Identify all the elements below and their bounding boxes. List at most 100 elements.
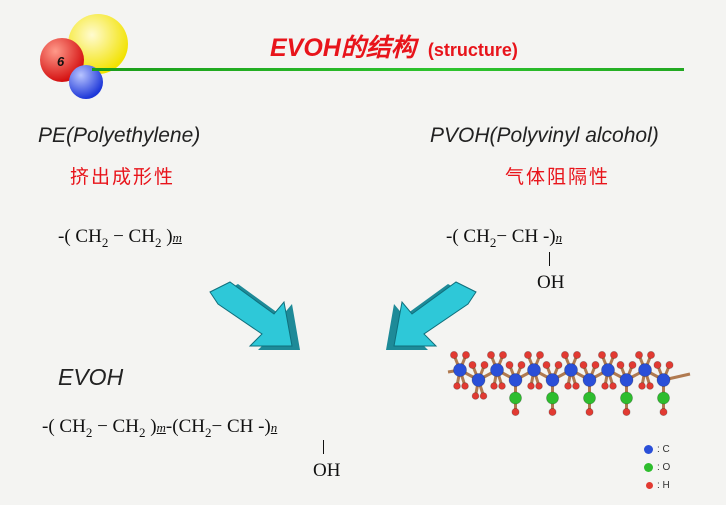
oxygen-dot-icon — [644, 463, 653, 472]
carbon-atom — [582, 373, 597, 387]
pe-index: m — [172, 230, 182, 245]
hydrogen-atom — [585, 408, 594, 417]
hydrogen-atom — [524, 350, 533, 359]
hydrogen-atom — [579, 360, 588, 369]
hydrogen-atom — [561, 350, 570, 359]
hydrogen-atom — [646, 382, 654, 390]
pe-dash: − — [113, 226, 129, 247]
evoh-dash2: − — [211, 416, 223, 437]
evoh-index-n: n — [270, 420, 278, 435]
hydrogen-atom — [573, 350, 582, 359]
evoh-sub-a: 2 — [85, 424, 93, 440]
carbon-atom — [471, 373, 486, 387]
hydrogen-atom — [554, 360, 563, 369]
hydrogen-atom — [616, 360, 625, 369]
hydrogen-atom — [499, 350, 508, 359]
evoh-unit-a: CH — [59, 416, 86, 437]
slide-title: EVOH的结构 (structure) — [270, 28, 518, 64]
carbon-atom — [490, 363, 504, 377]
evoh-paren2-close: -) — [258, 416, 271, 437]
pvoh-side-group: OH — [537, 272, 565, 293]
hydrogen-atom — [628, 360, 637, 369]
hydrogen-atom — [609, 382, 617, 390]
evoh-sub-b: 2 — [138, 424, 146, 440]
hydrogen-atom — [646, 350, 655, 359]
carbon-atom — [564, 363, 578, 377]
carbon-atom — [656, 373, 671, 387]
hydrogen-dot-icon — [646, 482, 653, 489]
evoh-side-group: OH — [313, 460, 341, 481]
carbon-atom — [638, 363, 652, 377]
pe-sub-b: 2 — [154, 234, 162, 250]
legend-hydrogen: : H — [646, 480, 670, 491]
pvoh-unit-b: CH — [511, 226, 539, 247]
hydrogen-atom — [498, 382, 506, 390]
pvoh-bond — [549, 252, 550, 266]
legend-oxygen-label: : O — [657, 462, 671, 473]
evoh-paren1-close: ) — [150, 416, 157, 437]
hydrogen-atom — [542, 360, 551, 369]
pe-formula: -( CH2 − CH2 )m — [58, 226, 182, 251]
hydrogen-atom — [572, 382, 580, 390]
evoh-unit-c: CH — [178, 416, 205, 437]
carbon-dot-icon — [644, 445, 653, 454]
evoh-unit-d: CH — [226, 416, 254, 437]
hydrogen-atom — [511, 408, 520, 417]
hydrogen-atom — [453, 382, 461, 390]
carbon-atom — [545, 373, 560, 387]
pvoh-index: n — [555, 230, 563, 245]
pe-paren-close: ) — [166, 226, 173, 247]
red-ball-icon — [40, 38, 84, 82]
evoh-index-m: m — [156, 420, 166, 435]
hydrogen-atom — [535, 382, 543, 390]
hydrogen-atom — [548, 408, 557, 417]
pvoh-paren-open: -( — [446, 226, 459, 247]
oxygen-atom — [583, 391, 596, 405]
legend-oxygen: : O — [644, 462, 670, 473]
legend-carbon-label: : C — [657, 444, 670, 455]
evoh-sub-c: 2 — [204, 424, 212, 440]
blue-ball-icon — [69, 65, 103, 99]
hydrogen-atom — [517, 360, 526, 369]
pvoh-heading: PVOH(Polyvinyl alcohol) — [430, 124, 659, 147]
hydrogen-atom — [601, 382, 609, 390]
slide-number-badge: 6 — [40, 14, 128, 99]
carbon-atom — [527, 363, 541, 377]
hydrogen-atom — [471, 392, 480, 400]
slide-number: 6 — [57, 54, 65, 69]
legend-hydrogen-label: : H — [657, 480, 670, 491]
hydrogen-atom — [468, 360, 477, 369]
carbon-atom — [453, 363, 467, 377]
pvoh-paren-close: -) — [542, 226, 556, 247]
hydrogen-atom — [479, 392, 488, 400]
hydrogen-atom — [638, 382, 646, 390]
left-arrow-icon — [209, 281, 300, 350]
pe-property: 挤出成形性 — [70, 167, 176, 188]
pe-sub-a: 2 — [101, 234, 109, 250]
evoh-formula: -( CH2 − CH2 )m-(CH2− CH -)n — [42, 416, 277, 441]
hydrogen-atom — [597, 350, 606, 359]
evoh-heading: EVOH — [58, 364, 124, 390]
pe-paren-open: -( — [58, 226, 71, 247]
carbon-atom — [508, 373, 523, 387]
carbon-atom — [619, 373, 634, 387]
hydrogen-atom — [591, 360, 600, 369]
hydrogen-atom — [490, 382, 498, 390]
oxygen-atom — [620, 391, 633, 405]
oxygen-atom — [546, 391, 559, 405]
hydrogen-atom — [609, 350, 618, 359]
pe-heading: PE(Polyethylene) — [38, 124, 201, 147]
right-arrow-icon — [386, 281, 477, 350]
carbon-atom — [601, 363, 615, 377]
oxygen-atom — [509, 391, 522, 405]
hydrogen-atom — [527, 382, 535, 390]
hydrogen-atom — [461, 350, 470, 359]
hydrogen-atom — [461, 382, 469, 390]
hydrogen-atom — [450, 350, 458, 359]
oxygen-atom — [657, 391, 670, 405]
legend-carbon: : C — [644, 444, 670, 455]
hydrogen-atom — [480, 360, 489, 369]
hydrogen-atom — [653, 360, 662, 369]
hydrogen-atom — [622, 408, 631, 417]
hydrogen-atom — [487, 350, 496, 359]
